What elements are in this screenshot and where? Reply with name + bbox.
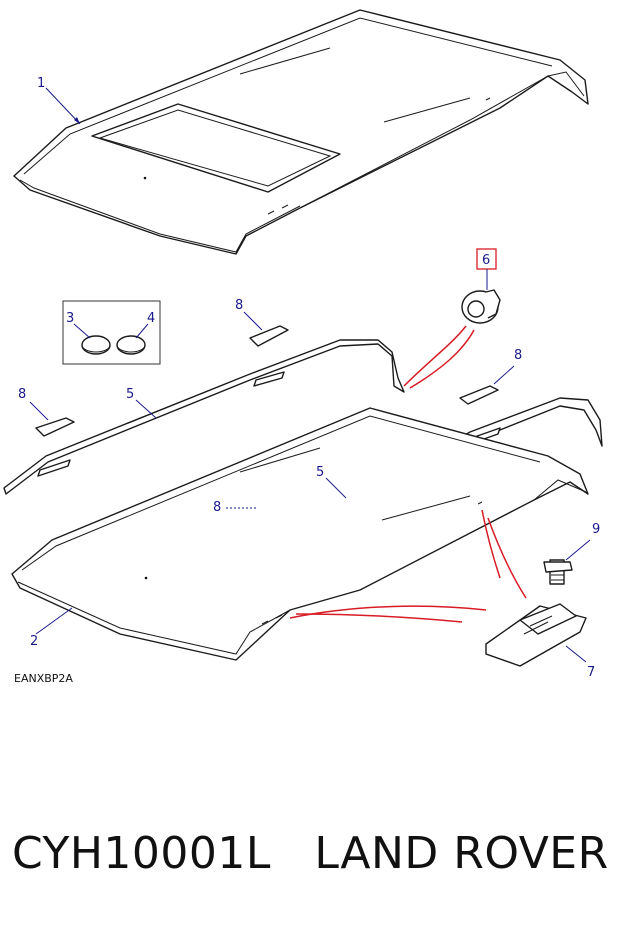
- end-cap-top: [249, 325, 289, 347]
- grommet: [461, 289, 501, 324]
- callout-8-left: 8: [18, 387, 26, 402]
- callout-5-upper-rail: 5: [126, 387, 134, 402]
- callout-9: 9: [592, 522, 600, 537]
- callout-3: 3: [66, 311, 74, 326]
- roof-rail-upper: [3, 339, 405, 495]
- highlight-lines: [289, 325, 527, 623]
- mounting-bracket: [485, 603, 587, 667]
- callout-5-lower-rail: 5: [316, 465, 324, 480]
- parts-diagram: 1 2 3 4 5 5 6 7 8 8 8 8 9 EANXBP2A: [3, 9, 603, 685]
- plugs-group: [62, 300, 161, 365]
- end-cap-left: [35, 417, 75, 437]
- sunroof-opening: [91, 103, 341, 193]
- callout-6: 6: [482, 253, 490, 268]
- callout-7: 7: [587, 665, 595, 680]
- brand-name: LAND ROVER: [314, 827, 609, 879]
- roof-panel-lower: [11, 407, 589, 661]
- part-caption: CYH10001L LAND ROVER: [0, 780, 620, 926]
- callout-1: 1: [37, 76, 45, 91]
- callout-4: 4: [147, 311, 155, 326]
- plug-left: [81, 335, 111, 355]
- callout-8-top: 8: [235, 298, 243, 313]
- callout-8-middle: 8: [213, 500, 221, 515]
- end-cap-right: [459, 385, 499, 405]
- parts-diagram-svg: 1 2 3 4 5 5 6 7 8 8 8 8 9 EANXBP2A: [3, 9, 603, 685]
- part-number: CYH10001L: [12, 827, 271, 879]
- bolt: [543, 559, 573, 585]
- callout-8-right: 8: [514, 348, 522, 363]
- drawing-code: EANXBP2A: [14, 672, 73, 685]
- plug-right: [116, 335, 146, 355]
- callout-2: 2: [30, 634, 38, 649]
- callouts: 1 2 3 4 5 5 6 7 8 8 8 8 9 EANXBP2A: [14, 76, 600, 685]
- roof-panel-upper: [13, 9, 589, 255]
